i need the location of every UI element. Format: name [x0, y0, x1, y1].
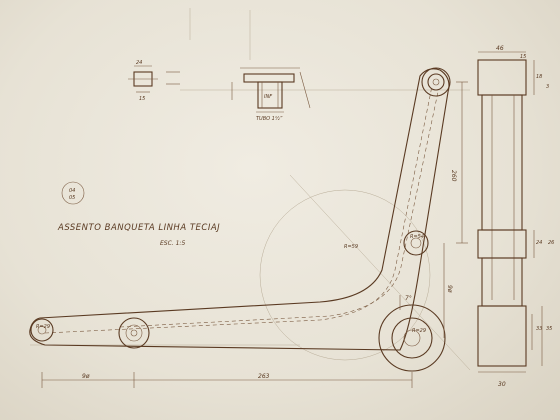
dim-side-35: 35	[546, 326, 552, 332]
dim-angle: 7°	[405, 295, 412, 302]
dim-bottom-main: 263	[258, 373, 270, 380]
title-block: 04 05 ASSENTO BANQUETA LINHA TECIAJ ESC.…	[57, 181, 220, 247]
detail-top-dim: 24	[136, 60, 142, 66]
dim-side-24: 24	[536, 240, 542, 246]
sheet-number-bottom: 05	[69, 195, 75, 201]
dim-vertical-90: 9ø	[446, 285, 453, 293]
sheet-number-top: 04	[69, 188, 75, 194]
detail-labels: 24 15 INF TUBO 1½”	[136, 60, 283, 122]
side-view	[477, 51, 543, 373]
bracket-leg-outline	[29, 67, 451, 372]
dim-r59: R=59	[344, 244, 358, 250]
drawing-title: ASSENTO BANQUETA LINHA TECIAJ	[57, 223, 220, 233]
dim-side-26: 26	[548, 240, 554, 246]
dim-side-18: 18	[536, 74, 542, 80]
dim-vertical-260: 260	[450, 170, 457, 182]
drawing-scale: ESC. 1:5	[160, 240, 185, 247]
dim-r29: R=29	[412, 328, 426, 334]
dim-side-33: 33	[536, 326, 542, 332]
dimension-texts: 9ø 263 46 30 260 9ø 7° R=59 R=54 R=29 R=…	[36, 45, 554, 388]
dim-r54: R=54	[410, 234, 424, 240]
tube-label: TUBO 1½”	[256, 115, 283, 122]
construction-lines	[30, 8, 471, 371]
detail-top-left	[128, 65, 180, 93]
tube-inf-label: INF	[264, 94, 272, 100]
dim-bottom-left: 9ø	[82, 373, 90, 380]
dimension-lines	[41, 81, 468, 388]
dim-top-right-small: 15	[520, 54, 526, 60]
dim-right-bottom-width: 30	[498, 381, 506, 388]
detail-top-sub: 15	[139, 96, 145, 102]
dim-right-top-width: 46	[496, 45, 504, 52]
tube-detail	[231, 67, 311, 113]
dim-r29-left: R=29	[36, 324, 50, 330]
dim-side-3: 3	[546, 84, 549, 90]
